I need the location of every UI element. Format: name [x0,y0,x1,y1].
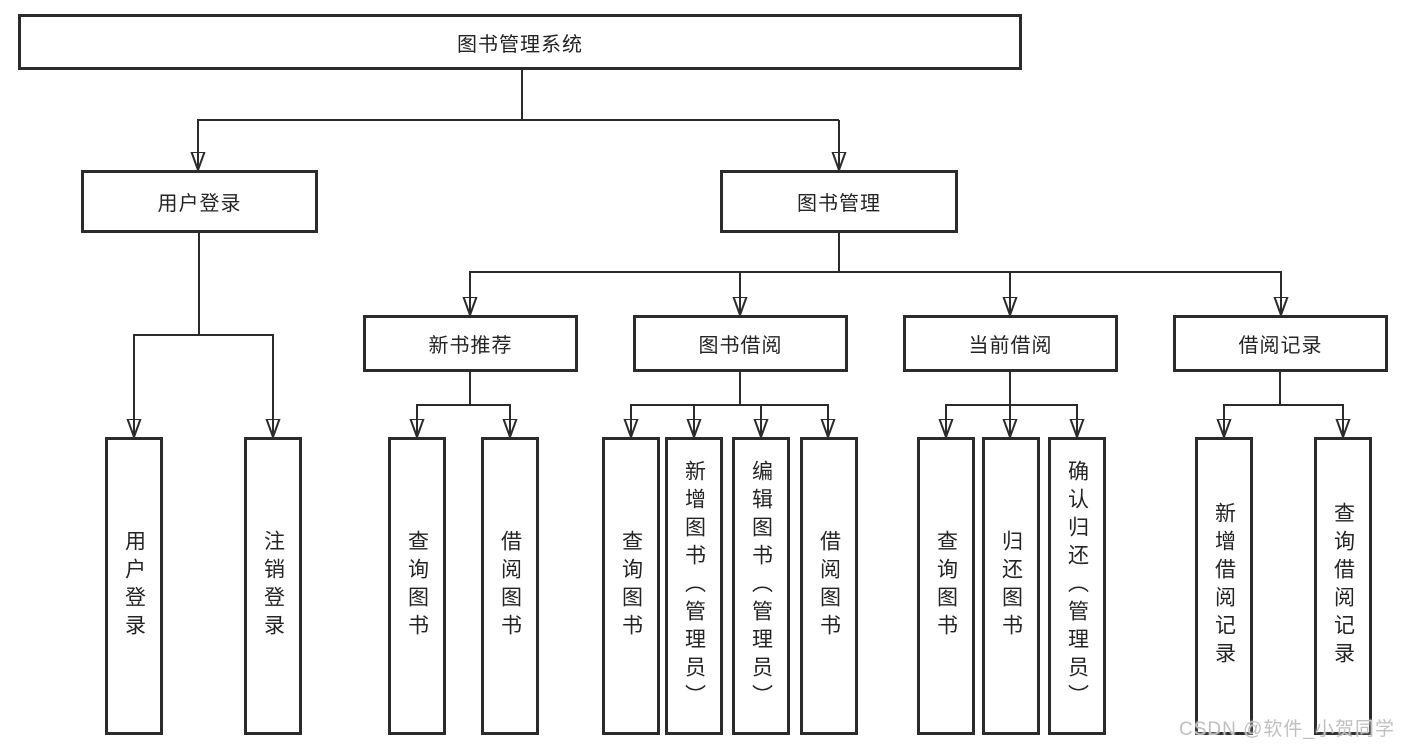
node-label: 查询图书 [405,530,429,642]
leaf-user-login: 用户登录 [105,437,163,735]
node-label: 归还图书 [999,530,1023,642]
node-current-borrow: 当前借阅 [903,315,1118,372]
node-borrow-records: 借阅记录 [1173,315,1388,372]
leaf-current-return-books: 归还图书 [982,437,1040,735]
node-root-library-system: 图书管理系统 [18,14,1022,70]
node-label: 借阅图书 [498,530,522,642]
node-label: 图书借阅 [698,335,783,357]
node-new-book-recommend: 新书推荐 [363,315,578,372]
node-label: 查询图书 [619,530,643,642]
node-label: 借阅记录 [1238,335,1323,357]
node-label: 确认归还（管理员） [1065,460,1089,712]
node-label: 新增借阅记录 [1212,502,1236,670]
node-user-login: 用户登录 [81,170,318,233]
node-label: 注销登录 [261,530,285,642]
leaf-borrow-query-books: 查询图书 [602,437,660,735]
csdn-watermark: CSDN @软件_小贺同学 [1179,719,1395,740]
node-label: 用户登录 [157,193,242,215]
node-label: 查询借阅记录 [1331,502,1355,670]
leaf-records-query-record: 查询借阅记录 [1314,437,1372,735]
node-label: 图书管理系统 [457,33,583,56]
node-label: 用户登录 [122,530,146,642]
node-label: 新书推荐 [428,335,513,357]
node-label: 当前借阅 [968,335,1053,357]
leaf-borrow-add-book-admin: 新增图书（管理员） [665,437,723,735]
leaf-borrow-borrow-books: 借阅图书 [800,437,858,735]
leaf-records-add-record: 新增借阅记录 [1195,437,1253,735]
leaf-current-query-books: 查询图书 [917,437,975,735]
leaf-logout: 注销登录 [244,437,302,735]
leaf-borrow-edit-book-admin: 编辑图书（管理员） [732,437,790,735]
node-label: 借阅图书 [817,530,841,642]
node-book-management: 图书管理 [720,170,958,233]
leaf-current-confirm-return-admin: 确认归还（管理员） [1048,437,1106,735]
node-label: 新增图书（管理员） [682,460,706,712]
leaf-newbook-borrow-books: 借阅图书 [481,437,539,735]
node-book-borrow: 图书借阅 [633,315,848,372]
node-label: 编辑图书（管理员） [749,460,773,712]
node-label: 图书管理 [797,193,881,215]
leaf-newbook-query-books: 查询图书 [388,437,446,735]
node-label: 查询图书 [934,530,958,642]
